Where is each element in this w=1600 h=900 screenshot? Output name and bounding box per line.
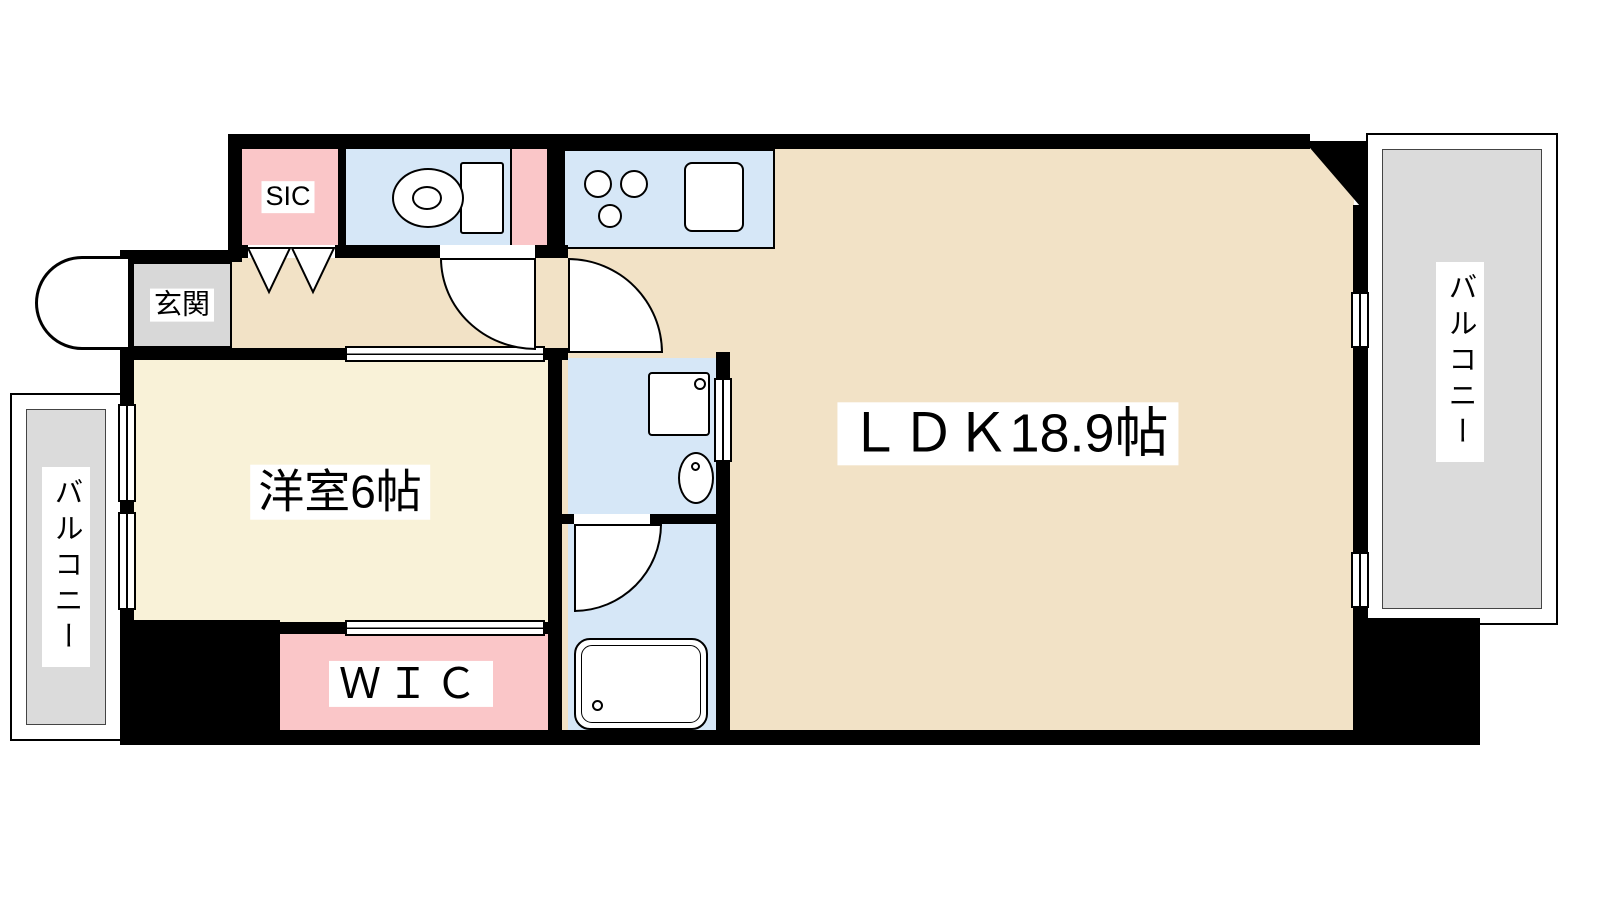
door-opening <box>574 514 650 524</box>
wall <box>562 514 574 524</box>
wall <box>120 730 1480 745</box>
door-swing-arc-icon <box>35 256 131 350</box>
door-opening <box>440 245 535 258</box>
sliding-door <box>714 378 732 462</box>
wall <box>545 622 562 634</box>
folding-door-icon <box>246 247 336 295</box>
washbasin-icon <box>678 452 714 504</box>
room-label-ldk: ＬＤＫ18.9帖 <box>837 402 1179 466</box>
toilet-icon <box>460 162 504 234</box>
wall <box>228 134 242 258</box>
room-label-sic: SIC <box>261 181 315 213</box>
wall <box>120 250 242 262</box>
room-label-balcony-left: バルコニー <box>42 467 90 667</box>
room-label-entrance: 玄関 <box>149 288 215 322</box>
wall <box>716 352 730 380</box>
kitchen-sink-icon <box>684 162 744 232</box>
wall <box>650 514 716 524</box>
window <box>1351 552 1369 608</box>
wall <box>228 134 1310 149</box>
toilet-counter <box>510 145 547 248</box>
wall <box>547 134 564 258</box>
wall <box>535 245 568 258</box>
toilet-icon <box>412 186 442 210</box>
bathtub-drain-icon <box>592 700 603 711</box>
window <box>118 512 136 610</box>
window <box>1351 292 1369 348</box>
wall <box>716 462 730 732</box>
wall <box>270 622 345 634</box>
room-label-balcony-right: バルコニー <box>1436 262 1484 462</box>
bathtub-icon <box>574 638 708 730</box>
wall-pillar <box>120 620 280 732</box>
wall <box>228 245 248 258</box>
sliding-door <box>345 620 545 636</box>
stove-burners-icon <box>584 170 612 198</box>
washing-machine-icon <box>694 378 706 390</box>
washbasin-icon <box>691 462 700 471</box>
wall <box>548 348 562 732</box>
bathtub-icon <box>581 645 701 723</box>
window <box>118 404 136 502</box>
wall <box>338 143 346 248</box>
room-label-western: 洋室6帖 <box>250 464 430 520</box>
wall <box>128 348 345 360</box>
wall-pillar <box>1353 618 1480 745</box>
room-label-wic: ＷＩＣ <box>328 660 494 708</box>
wall <box>335 245 440 258</box>
sliding-door <box>345 346 545 362</box>
stove-burners-icon <box>598 204 622 228</box>
stove-burners-icon <box>620 170 648 198</box>
